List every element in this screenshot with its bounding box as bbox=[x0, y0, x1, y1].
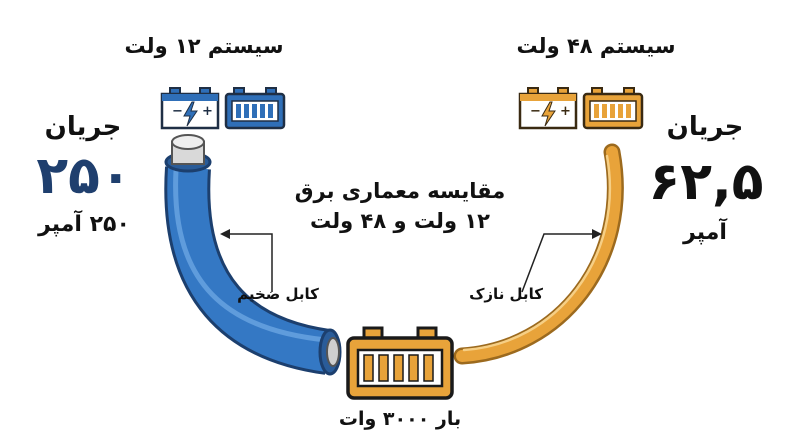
svg-text:+: + bbox=[202, 104, 213, 119]
thick-cable bbox=[164, 134, 342, 376]
center-title-line2: ۱۲ ولت و ۴۸ ولت bbox=[310, 209, 490, 233]
battery-cells-icon bbox=[224, 87, 286, 130]
left-current-unit: ۲۵۰ آمپر bbox=[38, 212, 130, 237]
pointer-thin bbox=[521, 229, 602, 293]
left-current-label: جریان bbox=[44, 112, 122, 142]
right-current-unit: آمپر bbox=[683, 220, 727, 245]
thin-cable-label: کابل نازک bbox=[469, 285, 543, 303]
thick-cable-label: کابل ضخیم bbox=[237, 285, 319, 303]
svg-text:−: − bbox=[530, 104, 541, 119]
battery-cells-icon bbox=[582, 87, 644, 130]
load-battery-icon bbox=[346, 326, 454, 400]
right-current-value: ۶۲,۵ bbox=[648, 152, 764, 212]
center-title-line1: مقایسه معماری برق bbox=[294, 179, 506, 203]
load-label: بار ۳۰۰۰ وات bbox=[338, 408, 462, 430]
battery-plus-minus-icon: − + bbox=[518, 87, 578, 130]
pointer-thick bbox=[220, 229, 273, 292]
battery-plus-minus-icon: − + bbox=[160, 87, 220, 130]
thin-cable bbox=[453, 143, 624, 365]
right-current-label: جریان bbox=[666, 112, 744, 142]
left-current-value: ۲۵۰ bbox=[36, 146, 132, 206]
right-system-title: سیستم ۴۸ ولت bbox=[516, 34, 676, 58]
svg-text:−: − bbox=[172, 104, 183, 119]
svg-text:+: + bbox=[560, 104, 571, 119]
left-system-title: سیستم ۱۲ ولت bbox=[124, 34, 284, 58]
